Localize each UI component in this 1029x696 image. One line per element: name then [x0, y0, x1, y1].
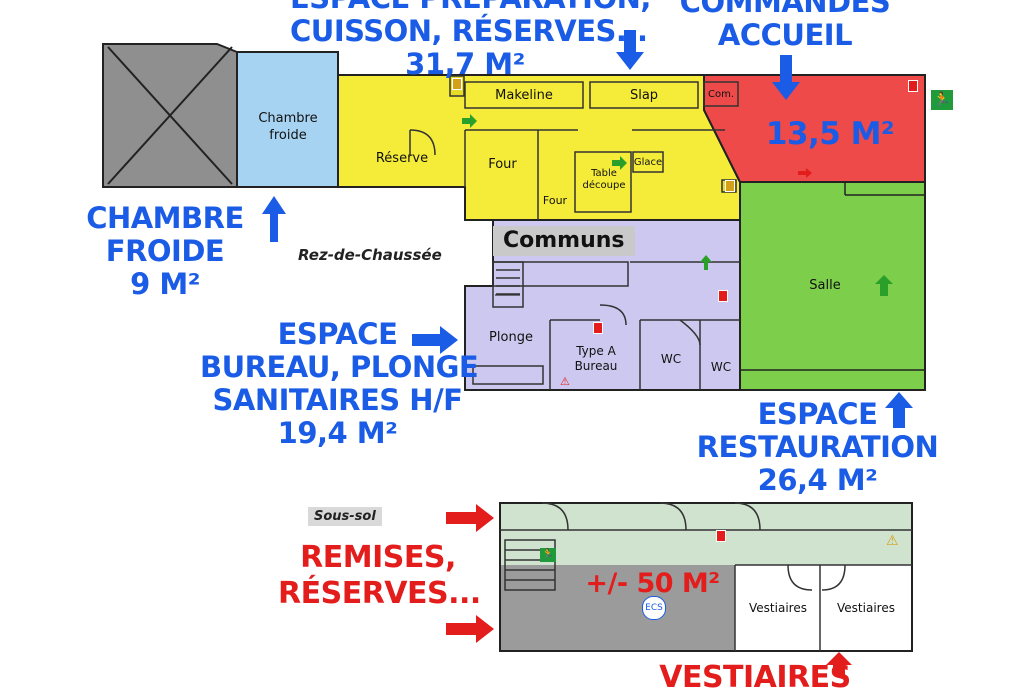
- chambre-froide-zone: [236, 51, 339, 188]
- fire-extinguisher-icon: [716, 530, 726, 542]
- ecs-badge: ECS: [642, 596, 666, 620]
- electrical-panel-icon: [725, 180, 735, 192]
- emergency-exit-icon: 🏃: [931, 90, 953, 110]
- ecs-label: ECS: [645, 603, 663, 613]
- room-vestiaires-1: Vestiaires: [749, 601, 807, 615]
- crossed-storage-block: [102, 43, 238, 188]
- fire-extinguisher-icon: [908, 80, 918, 92]
- zone-remises-area: +/- 50 M²: [585, 568, 720, 599]
- zone-preparation-label: ESPACE PRÉPARATION, CUISSON, RÉSERVES...…: [290, 0, 651, 81]
- floor-plan: [102, 30, 926, 675]
- emergency-exit-icon: 🏃: [540, 548, 556, 562]
- room-chambre-froide: Chambre froide: [258, 111, 318, 143]
- zone-accueil-area: 13,5 M²: [765, 116, 895, 152]
- level-ground-label: Rez-de-Chaussée: [298, 246, 442, 264]
- room-glace: Glace: [633, 157, 663, 168]
- room-com: Com.: [707, 89, 735, 100]
- room-table-decoupe: Table découpe: [582, 168, 626, 191]
- room-vestiaires-2: Vestiaires: [837, 601, 895, 615]
- warning-icon: ⚠: [886, 533, 899, 549]
- room-bureau: Type A Bureau: [574, 344, 618, 373]
- room-four-2: Four: [542, 194, 568, 207]
- communs-label: Communs: [493, 226, 635, 256]
- fire-extinguisher-icon: [718, 290, 728, 302]
- room-wc-1: WC: [660, 352, 682, 366]
- zone-bureau-label: ESPACE BUREAU, PLONGE SANITAIRES H/F 19,…: [200, 317, 479, 450]
- fire-extinguisher-icon: [593, 322, 603, 334]
- zone-remises-label: REMISES, RÉSERVES...: [278, 540, 481, 611]
- zone-accueil-label: COMMANDES ACCUEIL: [679, 0, 891, 52]
- room-makeline: Makeline: [495, 88, 553, 103]
- room-plonge: Plonge: [489, 330, 533, 345]
- room-slap: Slap: [629, 88, 659, 103]
- room-four-1: Four: [488, 157, 517, 172]
- warning-icon: ⚠: [560, 375, 570, 388]
- room-reserve: Réserve: [375, 151, 429, 166]
- zone-chambre-label: CHAMBRE FROIDE 9 M²: [86, 201, 244, 301]
- zone-vestiaires-label: VESTIAIRES: [659, 660, 851, 695]
- room-salle: Salle: [809, 278, 841, 293]
- zone-restauration-label: ESPACE RESTAURATION 26,4 M²: [696, 397, 939, 497]
- level-basement-label: Sous-sol: [308, 507, 382, 526]
- room-wc-2: WC: [710, 360, 732, 374]
- electrical-panel-icon: [452, 78, 462, 90]
